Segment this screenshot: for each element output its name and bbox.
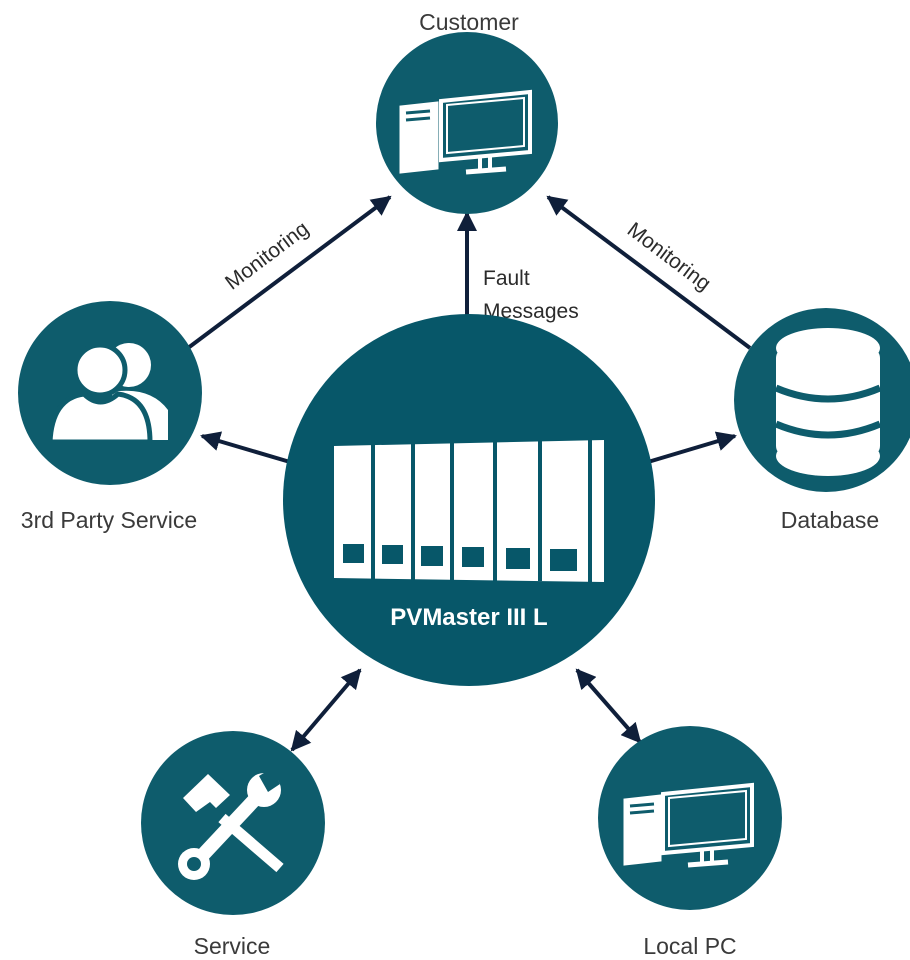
edge-center-to-database	[647, 431, 737, 464]
edges	[186, 195, 752, 752]
edge-label-monitoring-left: Monitoring	[221, 217, 313, 294]
desktop-computer-icon	[623, 782, 754, 868]
node-service	[141, 731, 325, 915]
node-label-local-pc: Local PC	[643, 933, 736, 959]
edge-label-fault: Fault	[483, 267, 530, 290]
node-customer	[376, 32, 558, 214]
database-icon	[774, 328, 882, 476]
users-icon	[47, 342, 168, 445]
node-center: PVMaster III L	[283, 314, 655, 686]
node-local-pc	[598, 726, 782, 910]
edge-third-party-to-customer	[186, 195, 392, 350]
node-label-service: Service	[194, 933, 271, 959]
desktop-computer-icon	[399, 89, 532, 175]
edge-center-service	[290, 668, 362, 752]
edge-database-to-customer	[546, 195, 752, 350]
node-database	[734, 308, 910, 492]
hammer-wrench-icon	[178, 768, 284, 880]
center-label: PVMaster III L	[390, 604, 547, 631]
node-label-customer: Customer	[419, 9, 519, 35]
edge-center-local-pc	[575, 668, 642, 744]
node-third-party	[18, 301, 202, 485]
inverter-cabinets-icon	[334, 440, 604, 582]
edge-label-monitoring-right: Monitoring	[623, 218, 715, 295]
node-label-third-party: 3rd Party Service	[21, 507, 197, 533]
edge-center-to-third-party	[200, 431, 291, 464]
edge-label-messages: Messages	[483, 300, 579, 323]
node-label-database: Database	[781, 507, 879, 533]
